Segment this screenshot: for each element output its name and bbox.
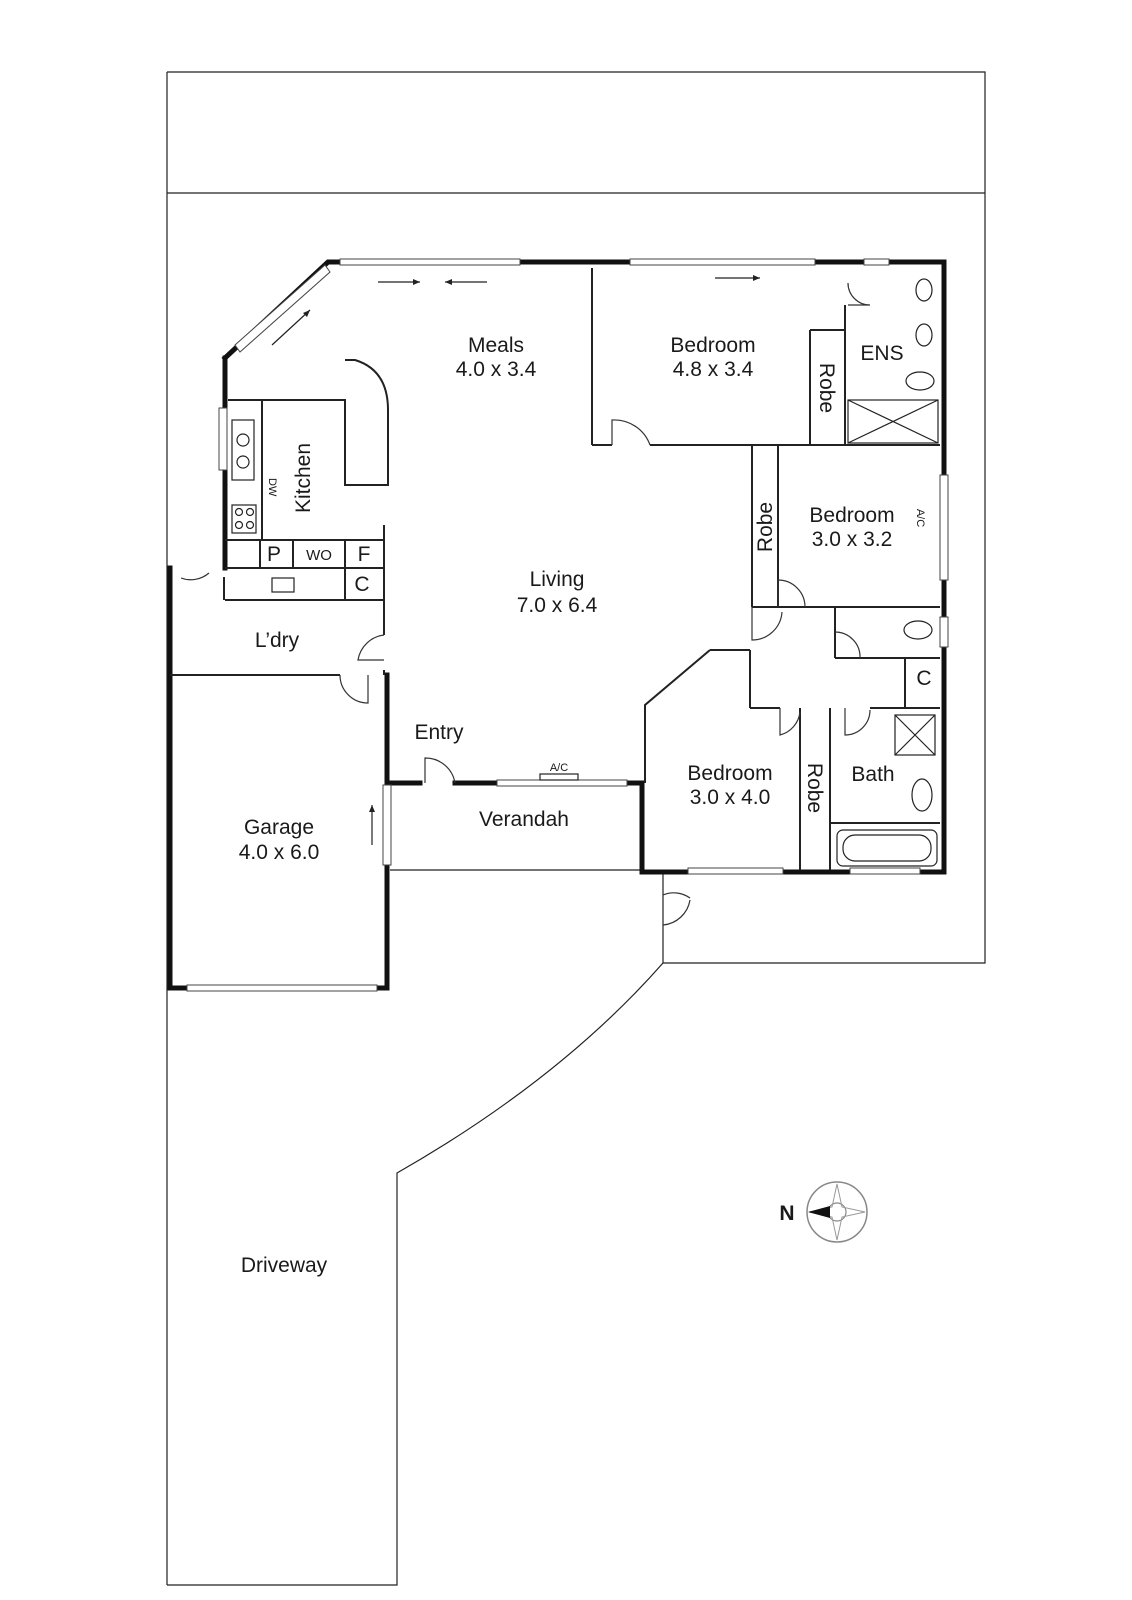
window [629,258,816,266]
pantry-label: P [267,543,281,566]
bath-name: Bath [851,763,894,786]
window [849,867,921,875]
window [218,407,228,471]
robe2-name: Robe [754,502,777,552]
ac-label: A/C [550,762,568,774]
bedroom1-name: Bedroom [670,334,755,357]
window [863,258,890,266]
bath-fixtures [836,278,939,867]
doors [180,282,871,926]
garage-size: 4.0 x 6.0 [239,841,320,864]
shower-icon [847,399,939,444]
interior-walls [170,268,940,870]
living-name: Living [530,568,585,591]
slider-arrows [271,275,760,845]
sink-icon [231,419,255,481]
cooktop-icon [231,504,257,534]
kitchen-name: Kitchen [292,443,315,513]
bedroom3-size: 3.0 x 4.0 [690,786,771,809]
window [339,258,521,266]
bathtub-icon [836,829,938,867]
compass: N [779,1181,868,1243]
site-boundary [166,71,986,1586]
toilet-icon [905,371,935,391]
basin-icon [915,278,933,302]
basin-icon [915,323,933,347]
living-size: 7.0 x 6.4 [517,594,598,617]
window [939,474,949,581]
garage-name: Garage [244,816,314,839]
garage-door [186,984,378,992]
ac-unit [539,773,579,781]
basin-icon [911,778,933,812]
verandah-name: Verandah [479,808,569,831]
window [687,867,784,875]
cupboard-label: C [916,667,931,690]
robe1-name: Robe [815,363,838,413]
robe3-name: Robe [803,763,826,813]
ldry-name: L’dry [255,629,300,652]
toilet-icon [903,620,933,640]
bedroom2-name: Bedroom [809,504,894,527]
meals-name: Meals [468,334,524,357]
kitchen-bench: DW [228,359,389,593]
windows [186,258,949,992]
ac-label: A/C [914,509,926,527]
wall-oven-label: WO [306,547,332,564]
window [939,616,949,648]
dishwasher-label: DW [266,478,278,497]
bedroom2-size: 3.0 x 3.2 [812,528,893,551]
laundry-tub-icon [271,577,295,593]
room-labels: Meals 4.0 x 3.4 Bedroom 4.8 x 3.4 ENS Ro… [239,334,904,1277]
meals-size: 4.0 x 3.4 [456,358,537,381]
entry-name: Entry [414,721,464,744]
bedroom3-name: Bedroom [687,762,772,785]
shower-icon [894,714,936,756]
fridge-label: F [358,543,371,566]
driveway-name: Driveway [241,1254,328,1277]
window [382,784,392,866]
compass-north-label: N [779,1202,794,1225]
window [234,264,331,353]
bedroom1-size: 4.8 x 3.4 [673,358,754,381]
fixture-labels: P WO F C C A/C A/C [267,509,932,781]
cupboard-label: C [354,573,369,596]
window [496,779,628,787]
ens-name: ENS [860,342,903,365]
